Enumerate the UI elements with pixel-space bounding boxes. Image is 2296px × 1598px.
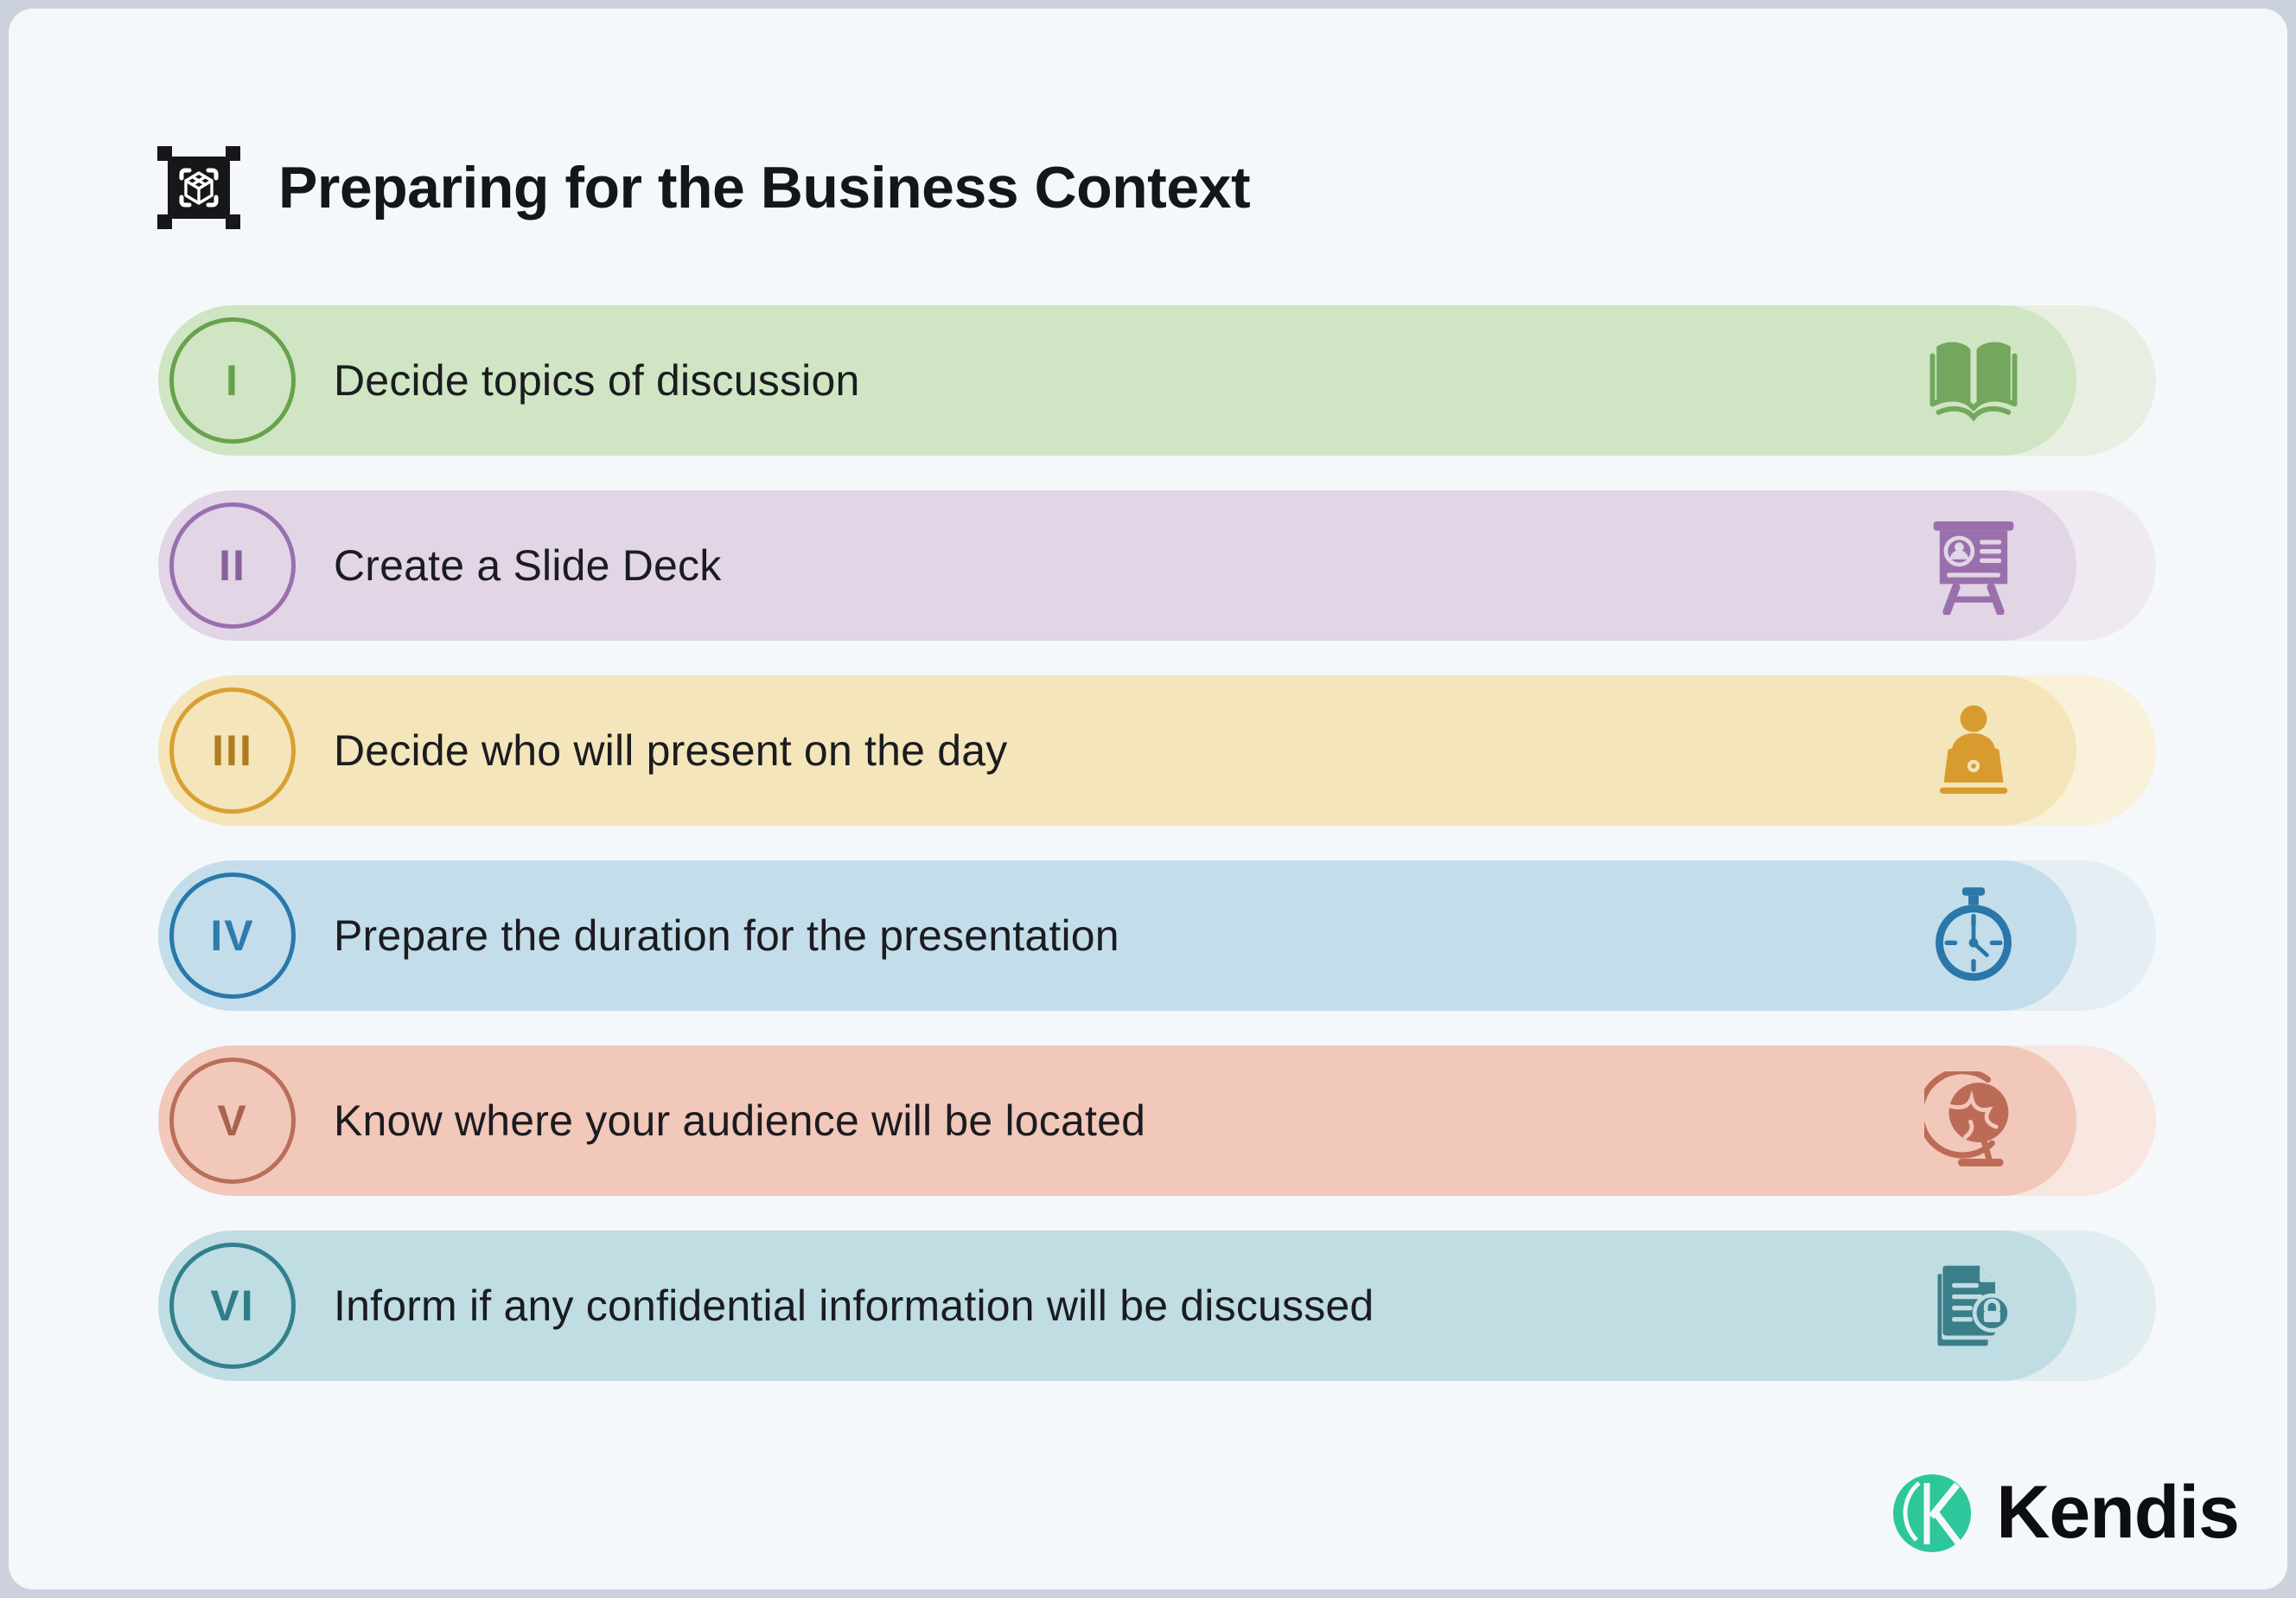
presentation-board-icon — [1924, 516, 2023, 615]
step-numeral: I — [226, 356, 239, 405]
globe-icon — [1924, 1071, 2023, 1170]
step-numeral: III — [212, 726, 253, 775]
step-numeral: II — [219, 541, 246, 590]
step-row: I Decide topics of discussion — [158, 305, 2156, 456]
stopwatch-icon — [1924, 886, 2023, 985]
infographic-card: Preparing for the Business Context I Dec… — [9, 9, 2287, 1589]
step-numeral-badge: V — [169, 1058, 296, 1184]
step-numeral-badge: VI — [169, 1243, 296, 1369]
step-pill: V Know where your audience will be locat… — [158, 1045, 2076, 1196]
step-label: Decide who will present on the day — [334, 726, 1008, 775]
presenter-laptop-icon — [1924, 701, 2023, 800]
confidential-document-icon — [1924, 1256, 2023, 1355]
step-numeral-badge: II — [169, 502, 296, 629]
kendis-logo-icon — [1891, 1472, 1974, 1555]
step-row: II Create a Slide Deck — [158, 490, 2156, 641]
brand-name: Kendis — [1996, 1471, 2240, 1554]
step-row: IV Prepare the duration for the presenta… — [158, 860, 2156, 1011]
header: Preparing for the Business Context — [157, 140, 1251, 235]
step-row: VI Inform if any confidential informatio… — [158, 1230, 2156, 1381]
step-pill: I Decide topics of discussion — [158, 305, 2076, 456]
step-numeral: IV — [210, 911, 255, 960]
step-pill: VI Inform if any confidential informatio… — [158, 1230, 2076, 1381]
step-numeral-badge: IV — [169, 873, 296, 999]
step-label: Inform if any confidential information w… — [334, 1282, 1374, 1330]
brand-footer: Kendis — [1891, 1470, 2240, 1556]
step-pill: III Decide who will present on the day — [158, 675, 2076, 826]
step-numeral-badge: I — [169, 317, 296, 444]
step-pill: II Create a Slide Deck — [158, 490, 2076, 641]
step-numeral: V — [217, 1096, 248, 1145]
page-title: Preparing for the Business Context — [278, 155, 1251, 221]
steps-list: I Decide topics of discussion II Create … — [158, 305, 2156, 1416]
step-numeral-badge: III — [169, 687, 296, 814]
step-row: V Know where your audience will be locat… — [158, 1045, 2156, 1196]
3d-cube-scan-icon — [157, 146, 240, 229]
step-row: III Decide who will present on the day — [158, 675, 2156, 826]
step-numeral: VI — [210, 1282, 255, 1330]
step-label: Decide topics of discussion — [334, 356, 860, 405]
step-pill: IV Prepare the duration for the presenta… — [158, 860, 2076, 1011]
step-label: Prepare the duration for the presentatio… — [334, 911, 1119, 960]
step-label: Create a Slide Deck — [334, 541, 722, 590]
open-book-icon — [1924, 331, 2023, 430]
step-label: Know where your audience will be located — [334, 1096, 1146, 1145]
